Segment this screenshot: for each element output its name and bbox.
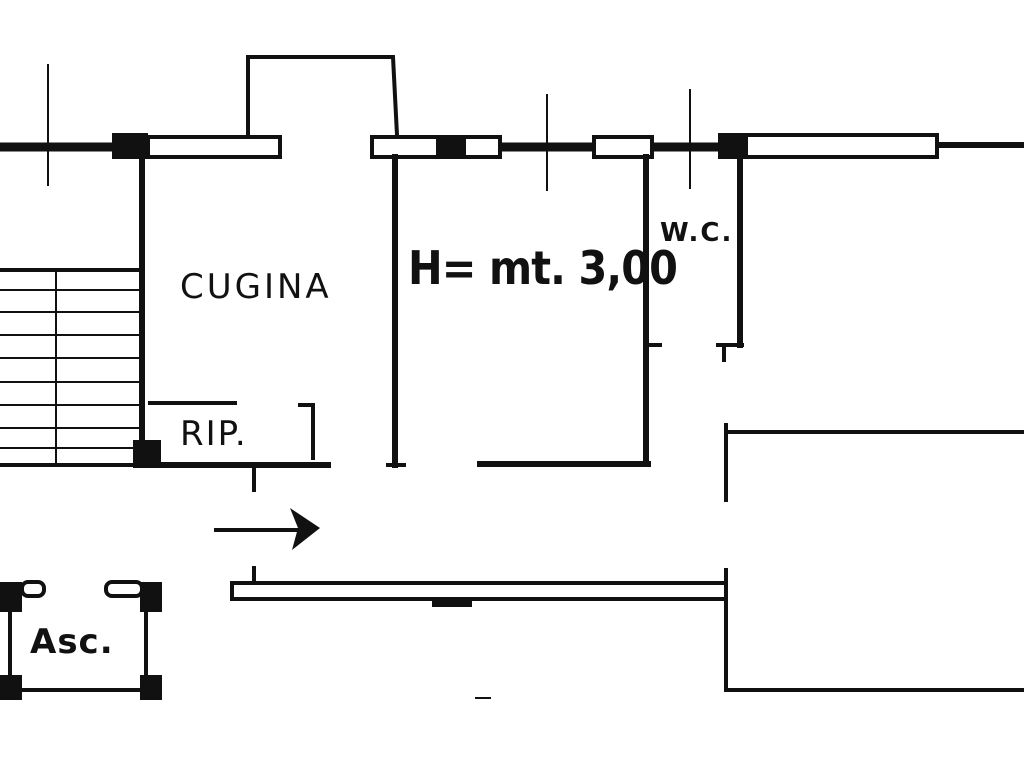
window-right [743, 133, 939, 159]
staircase [0, 268, 140, 467]
pillar-2 [436, 135, 466, 159]
pillar-3 [718, 133, 748, 159]
arrow-right-icon [214, 508, 320, 550]
ceiling-height-label: H= mt. 3,00 [408, 241, 678, 295]
storage-label: RIP. [180, 414, 248, 454]
pillar-6 [0, 582, 22, 612]
storage-door [298, 403, 315, 460]
pillar-9 [140, 675, 162, 700]
pillar-7 [140, 582, 162, 612]
balcony-outline [246, 55, 400, 138]
kitchen-label: CUGINA [180, 267, 332, 307]
wc-label: W.C. [660, 218, 734, 248]
window-wc [592, 135, 654, 159]
elevator-shaft [8, 580, 148, 692]
window-kitchen [146, 135, 282, 159]
elevator-label: Asc. [30, 622, 114, 662]
corridor-bottom-wall [230, 581, 728, 601]
